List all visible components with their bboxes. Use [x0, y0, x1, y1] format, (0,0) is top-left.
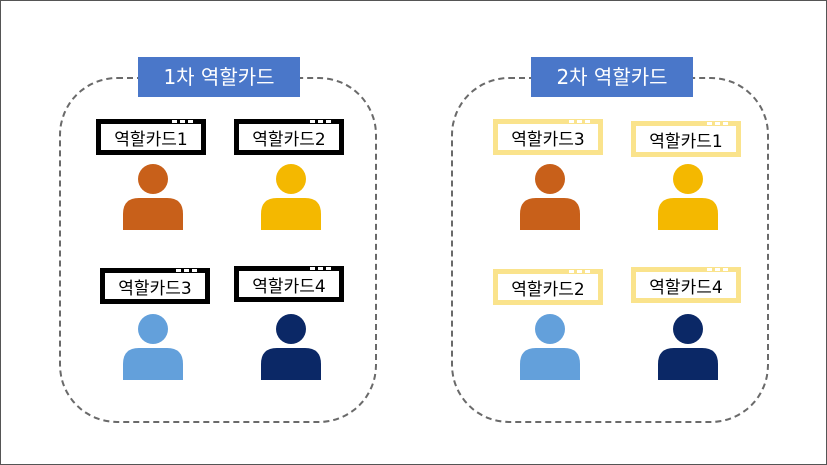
role-card-label: 역할카드3 [118, 278, 192, 299]
card-dots-icon [176, 269, 197, 272]
role-card-label: 역할카드1 [649, 131, 723, 152]
role-card: 역할카드3 [493, 119, 603, 155]
person-icon [123, 164, 183, 230]
card-dots-icon [310, 120, 331, 123]
card-dots-icon [707, 268, 728, 271]
role-card: 역할카드2 [493, 269, 603, 305]
card-dots-icon [569, 120, 590, 123]
person-icon [261, 314, 321, 380]
person-icon [261, 164, 321, 230]
person-icon [658, 164, 718, 230]
person-icon [520, 314, 580, 380]
card-dots-icon [707, 122, 728, 125]
role-card-label: 역할카드3 [511, 129, 585, 150]
card-dots-icon [569, 270, 590, 273]
role-card-label: 역할카드2 [252, 129, 326, 150]
role-card-label: 역할카드2 [511, 279, 585, 300]
role-card: 역할카드1 [96, 119, 206, 155]
group-title-second-round: 2차 역할카드 [531, 57, 693, 97]
role-card: 역할카드4 [234, 266, 344, 302]
role-card-label: 역할카드4 [252, 276, 326, 297]
person-icon [658, 314, 718, 380]
role-card-label: 역할카드4 [649, 277, 723, 298]
role-card-label: 역할카드1 [114, 129, 188, 150]
person-icon [123, 314, 183, 380]
person-icon [520, 164, 580, 230]
role-card: 역할카드1 [631, 121, 741, 157]
card-dots-icon [310, 267, 331, 270]
card-dots-icon [172, 120, 193, 123]
role-card: 역할카드3 [100, 268, 210, 304]
role-card: 역할카드4 [631, 267, 741, 303]
group-title-first-round: 1차 역할카드 [138, 57, 300, 97]
role-card: 역할카드2 [234, 119, 344, 155]
